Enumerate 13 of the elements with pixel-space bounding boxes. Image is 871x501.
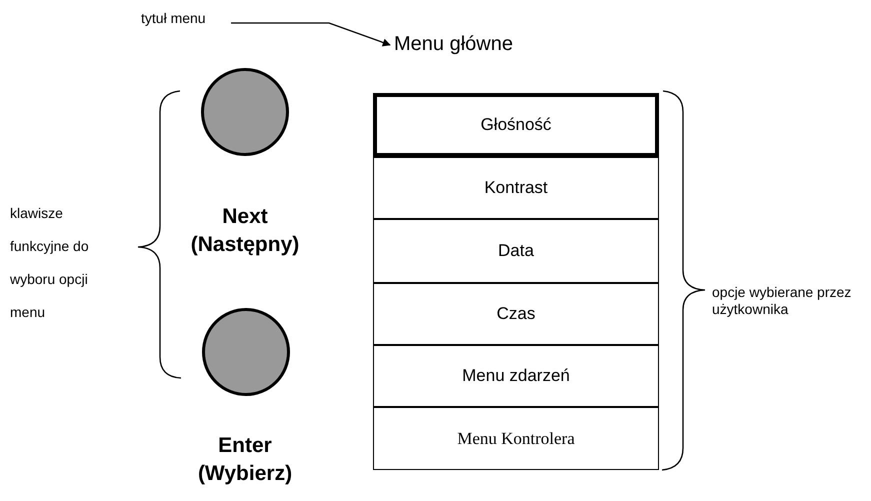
brace-note: klawisze funkcyjne do wyboru opcji menu xyxy=(10,204,90,322)
menu-option: Data xyxy=(373,219,659,283)
menu-option: Głośność xyxy=(373,93,659,157)
key-label: Next (Następny) xyxy=(190,204,300,258)
menu-title: Menu główne xyxy=(394,33,513,56)
menu-option: Kontrast xyxy=(373,157,659,219)
brace-note: opcje wybierane przez użytkownika xyxy=(712,284,852,318)
menu-option: Czas xyxy=(373,283,659,345)
menu-option: Menu Kontrolera xyxy=(373,407,659,470)
key-label: Enter (Wybierz) xyxy=(196,433,294,487)
menu-option: Menu zdarzeń xyxy=(373,345,659,407)
leader-arrow xyxy=(231,22,391,46)
menu-title-caption: tytuł menu xyxy=(141,10,206,26)
